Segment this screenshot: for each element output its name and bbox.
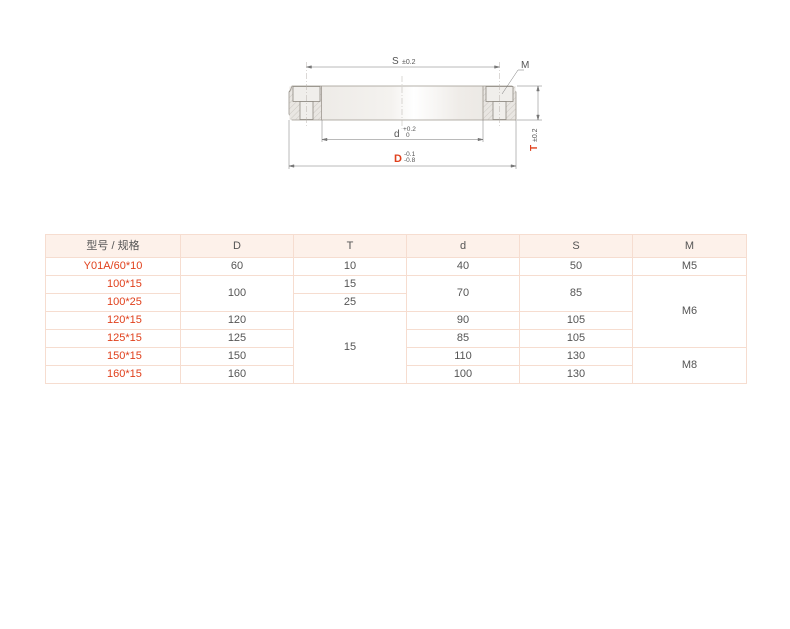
label-S: S bbox=[392, 56, 399, 67]
header-model: 型号 / 规格 bbox=[45, 234, 181, 258]
cell-S: 85 bbox=[519, 275, 633, 312]
cell-S: 50 bbox=[519, 257, 633, 276]
cell-D: 120 bbox=[180, 311, 294, 330]
cell-d: 40 bbox=[406, 257, 520, 276]
label-T: T bbox=[529, 145, 540, 151]
table-row: 100*15 100 15 70 85 M6 bbox=[45, 275, 747, 348]
table-row: 160*15 160 100 130 bbox=[45, 365, 747, 384]
tolerance-D-lower: -0.8 bbox=[404, 157, 416, 164]
cell-M: M6 bbox=[632, 275, 747, 348]
cell-d: 85 bbox=[406, 329, 520, 348]
cell-d: 90 bbox=[406, 311, 520, 330]
table-header-row: 型号 / 规格 D T d S M bbox=[45, 234, 747, 258]
cell-T: 10 bbox=[293, 257, 407, 276]
cell-D: 125 bbox=[180, 329, 294, 348]
header-S: S bbox=[519, 234, 633, 258]
cell-T: 15 bbox=[293, 275, 407, 294]
header-D: D bbox=[180, 234, 294, 258]
label-D: D bbox=[394, 153, 402, 165]
tolerance-d-upper: +0.2 bbox=[403, 126, 416, 133]
cell-M: M5 bbox=[632, 257, 747, 276]
tolerance-S: ±0.2 bbox=[402, 59, 416, 66]
cell-D: 100 bbox=[180, 275, 294, 312]
dimension-S bbox=[305, 65, 501, 69]
dimension-T bbox=[517, 85, 542, 121]
dimension-d bbox=[321, 120, 484, 142]
tolerance-D-upper: -0.1 bbox=[404, 151, 416, 158]
cell-model: 160*15 bbox=[45, 365, 181, 384]
flange-body bbox=[288, 85, 517, 121]
cell-T: 15 bbox=[293, 311, 407, 384]
tolerance-T: ±0.2 bbox=[532, 128, 539, 142]
cell-d: 100 bbox=[406, 365, 520, 384]
cell-D: 160 bbox=[180, 365, 294, 384]
table-row: 100*25 25 bbox=[45, 293, 747, 312]
cell-d: 70 bbox=[406, 275, 520, 312]
cell-model: Y01A/60*10 bbox=[45, 257, 181, 276]
cell-D: 150 bbox=[180, 347, 294, 366]
cell-model: 125*15 bbox=[45, 329, 181, 348]
cell-S: 105 bbox=[519, 311, 633, 330]
cell-S: 130 bbox=[519, 347, 633, 366]
header-T: T bbox=[293, 234, 407, 258]
table-row: 150*15 150 110 130 M8 bbox=[45, 347, 747, 384]
table-row: 125*15 125 85 105 bbox=[45, 329, 747, 348]
table-row: Y01A/60*10 60 10 40 50 M5 bbox=[45, 257, 747, 276]
header-d: d bbox=[406, 234, 520, 258]
header-M: M bbox=[632, 234, 747, 258]
cell-M: M8 bbox=[632, 347, 747, 384]
flange-technical-drawing: S ±0.2 M d +0.2 0 D -0.1 -0.8 T ±0.2 bbox=[288, 56, 542, 169]
cell-model: 100*15 bbox=[45, 275, 181, 294]
cell-d: 110 bbox=[406, 347, 520, 366]
cell-T: 25 bbox=[293, 293, 407, 312]
cell-model: 120*15 bbox=[45, 311, 181, 330]
cell-S: 105 bbox=[519, 329, 633, 348]
label-d: d bbox=[394, 129, 400, 140]
spec-table: 型号 / 规格 D T d S M Y01A/60*10 60 10 40 50… bbox=[45, 234, 747, 384]
cell-S: 130 bbox=[519, 365, 633, 384]
cell-model: 150*15 bbox=[45, 347, 181, 366]
label-M: M bbox=[521, 60, 529, 71]
cell-model: 100*25 bbox=[45, 293, 181, 312]
cell-D: 60 bbox=[180, 257, 294, 276]
table-row: 120*15 120 15 90 105 bbox=[45, 311, 747, 384]
dimension-D bbox=[288, 120, 517, 169]
tolerance-d-lower: 0 bbox=[406, 132, 410, 139]
center-lines bbox=[306, 62, 500, 130]
